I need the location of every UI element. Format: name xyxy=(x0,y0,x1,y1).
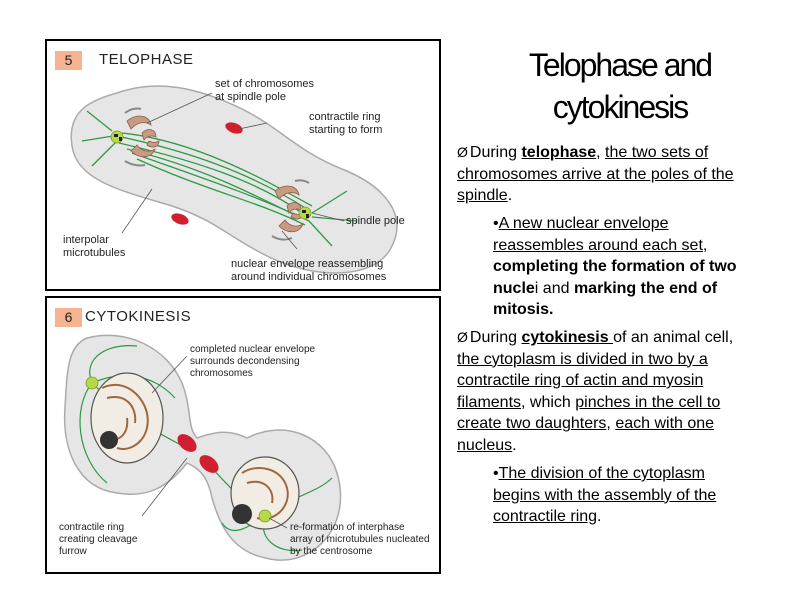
contractile-ring-furrow xyxy=(177,434,219,473)
arrow-bullet-icon: Ø xyxy=(457,144,468,160)
panel-title-cytokinesis: CYTOKINESIS xyxy=(85,308,192,325)
cytokinesis-illustration xyxy=(63,334,342,561)
chromosomes-upper-pole xyxy=(126,115,160,158)
panel-title-telophase: TELOPHASE xyxy=(99,51,194,68)
contractile-ring xyxy=(171,122,243,225)
cytokinesis-figure: 6 CYTOKINESIS completed nuclear envelope… xyxy=(45,296,441,574)
dot-bullet-icon: • xyxy=(493,465,499,482)
telophase-illustration xyxy=(70,85,398,274)
sub-bullet-nuclear-envelope: •A new nuclear envelope reassembles arou… xyxy=(493,215,737,318)
dot-bullet-icon: • xyxy=(493,215,499,232)
slide-title: Telophase and cytokinesis xyxy=(455,44,785,128)
arrow-bullet-icon: Ø xyxy=(457,329,468,345)
nucleus-lower xyxy=(230,456,300,530)
sub-bullet-cytoplasm-division: •The division of the cytoplasm begins wi… xyxy=(493,465,717,525)
nuclear-envelope-fragments xyxy=(124,107,310,241)
chromosomes-lower-pole xyxy=(274,185,304,233)
step-number-badge: 5 xyxy=(55,51,82,70)
label-spindle-pole: spindle pole xyxy=(346,215,405,227)
slide-title-line-1: Telophase and xyxy=(528,47,713,83)
centrosomes xyxy=(85,376,272,523)
step-number-badge: 6 xyxy=(55,308,82,327)
nucleus-upper xyxy=(90,372,164,464)
slide-title-line-2: cytokinesis xyxy=(552,89,690,125)
